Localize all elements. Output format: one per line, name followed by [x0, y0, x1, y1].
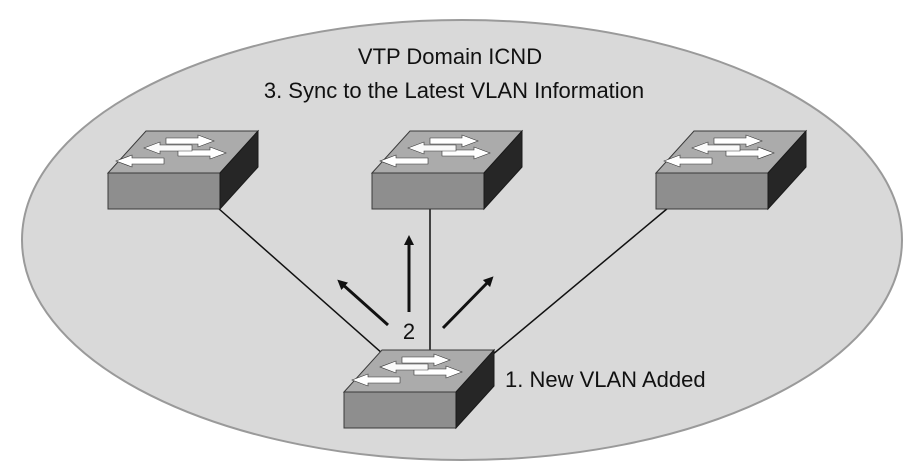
arrow-left	[337, 279, 389, 327]
new-vlan-label: 1. New VLAN Added	[505, 367, 706, 392]
vtp-domain-ellipse	[21, 19, 903, 461]
step-number-label: 2	[403, 319, 415, 344]
sync-step-label: 3. Sync to the Latest VLAN Information	[264, 78, 644, 103]
domain-title: VTP Domain ICND	[358, 44, 542, 69]
arrow-right	[441, 276, 494, 330]
trunk-links	[217, 207, 669, 363]
link-right	[485, 207, 669, 361]
vtp-advertisement-arrows	[337, 235, 494, 330]
link-left	[217, 207, 393, 363]
